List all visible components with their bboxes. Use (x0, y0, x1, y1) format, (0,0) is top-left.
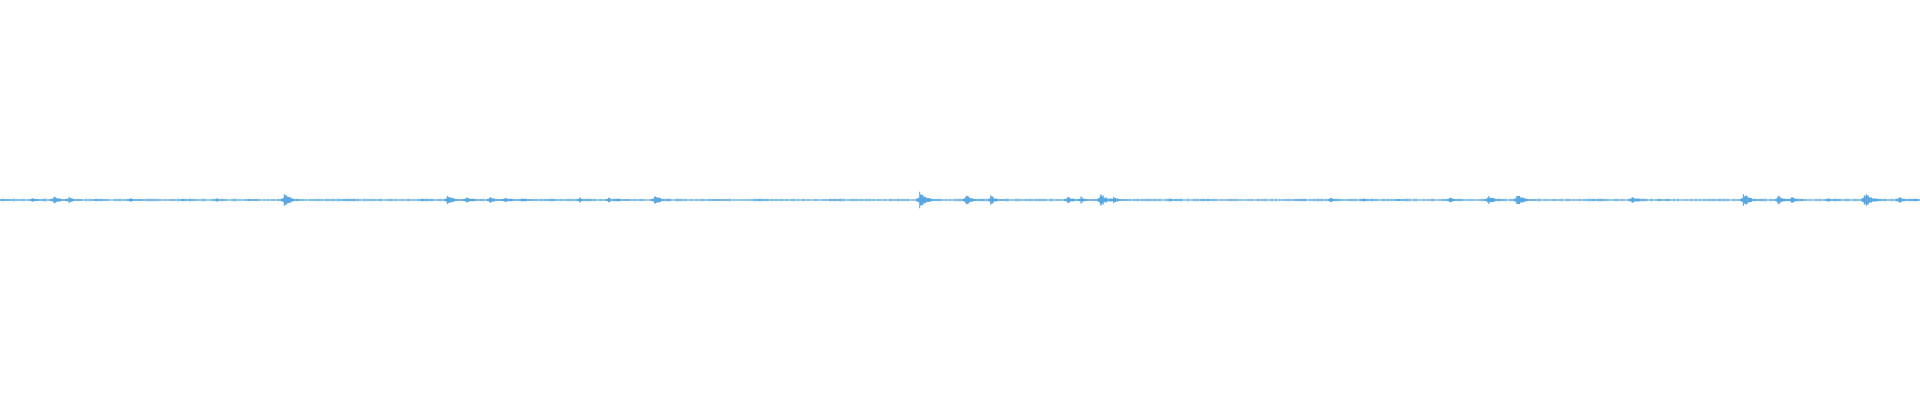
waveform-burst (1590, 198, 1605, 202)
waveform-burst (178, 198, 193, 202)
waveform-burst (1359, 198, 1375, 202)
waveform-burst (1167, 198, 1182, 202)
waveform-burst (1292, 198, 1306, 202)
waveform-burst (342, 199, 356, 201)
waveform-burst (501, 197, 519, 203)
waveform-burst (463, 197, 483, 203)
waveform-burst (418, 198, 434, 202)
waveform-burst (1628, 197, 1648, 203)
waveform-burst (280, 194, 304, 206)
waveform-burst (710, 199, 724, 201)
waveform-burst (1739, 194, 1763, 206)
waveform-burst (827, 199, 841, 201)
waveform-burst (1860, 194, 1886, 206)
waveform-burst (754, 199, 768, 201)
waveform-burst (916, 191, 942, 209)
waveform-burst (1824, 198, 1840, 202)
waveform-burst (1910, 198, 1920, 202)
waveform-burst (1657, 199, 1671, 201)
waveform-burst (127, 198, 144, 202)
waveform-burst (1446, 197, 1464, 203)
waveform-burst (1484, 195, 1505, 205)
waveform-burst (1110, 196, 1128, 204)
waveform-burst (1787, 197, 1806, 203)
waveform-bursts (0, 191, 1920, 209)
waveform-burst (0, 198, 15, 202)
waveform-burst (213, 198, 228, 202)
waveform-burst (962, 195, 984, 205)
waveform-burst (987, 195, 1008, 205)
waveform-burst (486, 197, 505, 203)
waveform-burst (1513, 195, 1536, 205)
waveform-burst (576, 197, 593, 203)
waveform-burst (543, 199, 557, 201)
waveform-burst (1394, 198, 1409, 202)
waveform-burst (29, 198, 46, 202)
waveform-burst (92, 198, 108, 202)
waveform-burst (246, 198, 261, 202)
waveform-burst (1327, 197, 1344, 203)
waveform-burst (651, 196, 672, 204)
waveform-burst (1077, 196, 1096, 204)
waveform-burst (614, 198, 630, 202)
waveform-burst (65, 196, 83, 204)
waveform-burst (443, 195, 465, 205)
waveform-burst (518, 198, 535, 202)
waveform-burst (1895, 197, 1914, 203)
waveform-burst (1200, 199, 1214, 201)
